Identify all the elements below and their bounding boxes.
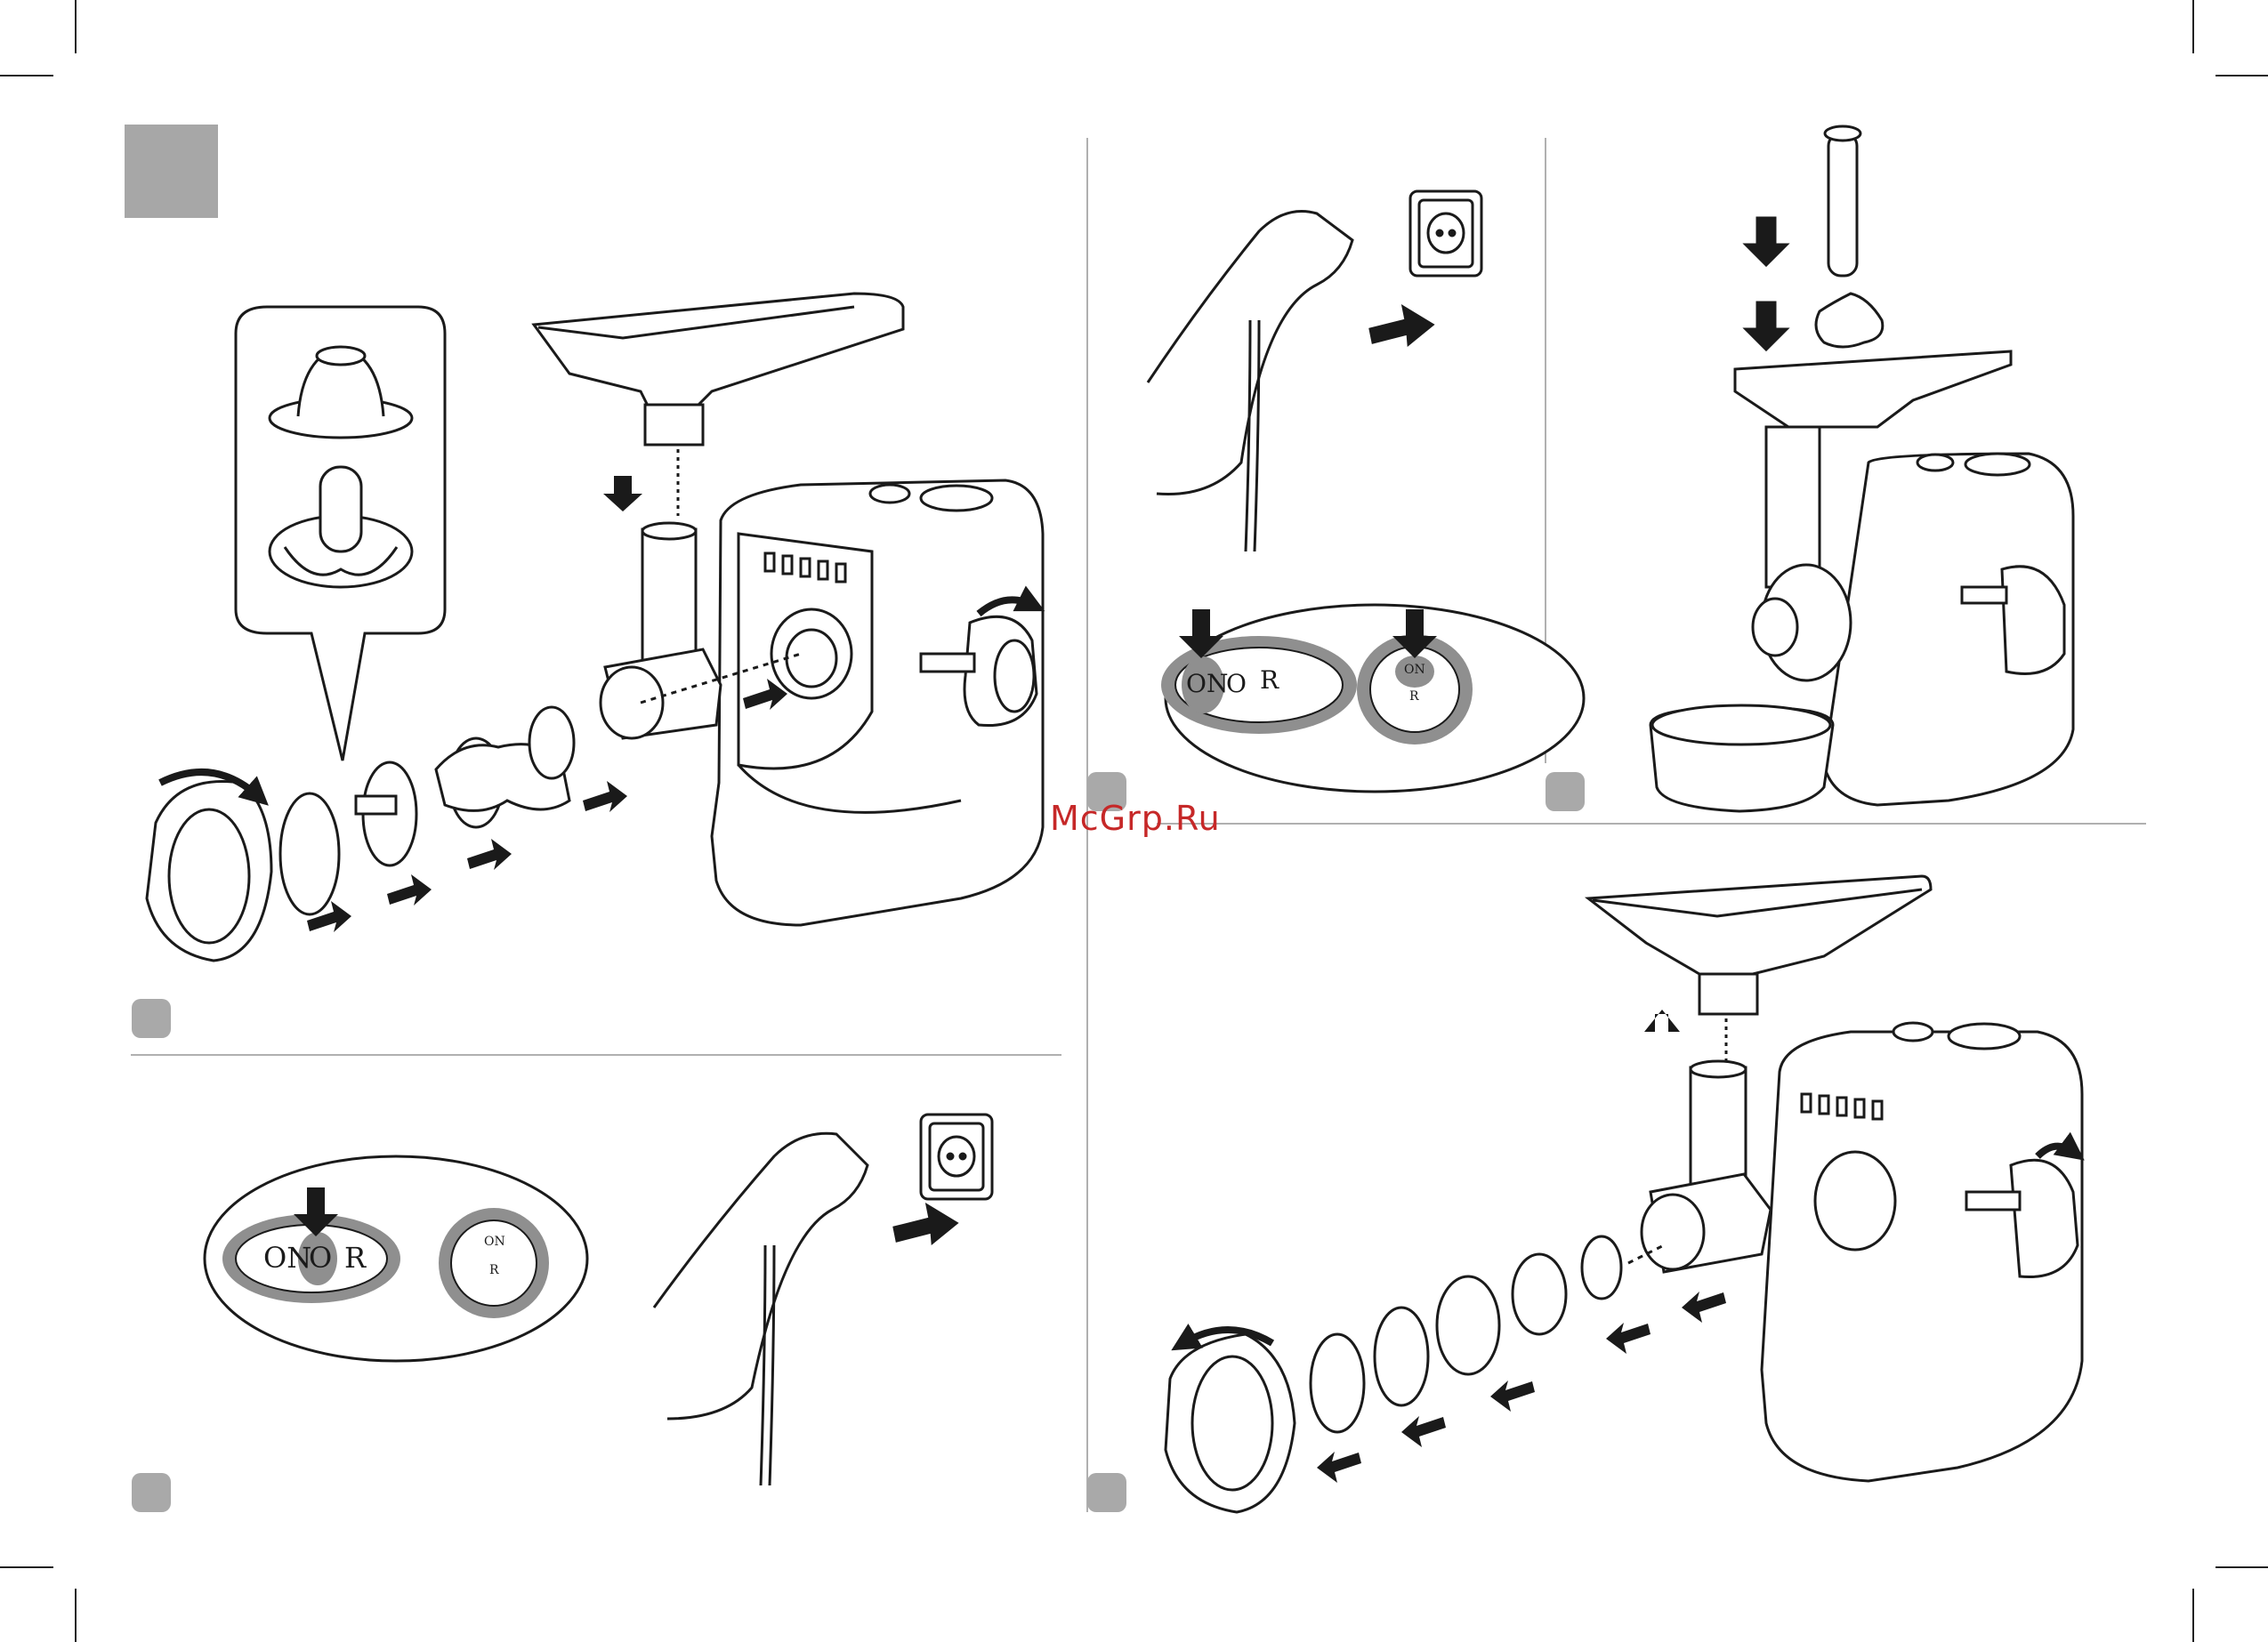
assembly-illustration	[147, 294, 1043, 961]
switch-reverse-label-step3: R	[1260, 665, 1279, 695]
button-on-label-step2: ON	[484, 1235, 505, 1249]
step-badge-5	[1087, 1473, 1126, 1512]
switch-reverse-label-step2: R	[344, 1241, 366, 1275]
hopper-tray	[534, 294, 903, 409]
food-pusher	[1828, 133, 1857, 276]
switch-panel-step2	[205, 1156, 587, 1361]
section-marker-square	[125, 125, 218, 218]
watermark-text: McGrp.Ru	[1050, 799, 1221, 838]
switch-on-label-step3: ON	[1186, 669, 1228, 698]
step-badge-2	[132, 1473, 171, 1512]
button-r-label-step3: R	[1409, 689, 1419, 704]
step-badge-4	[1546, 772, 1585, 811]
feeding-illustration	[1651, 126, 2073, 811]
switch-on-label-step2: ON	[263, 1241, 311, 1275]
switch-off-label-step2: O	[309, 1241, 332, 1275]
switch-panel-step3	[1161, 605, 1584, 792]
switch-off-label-step3: O	[1226, 669, 1247, 698]
step-badge-1	[132, 999, 171, 1038]
disassembly-illustration	[1166, 876, 2082, 1512]
button-r-label-step2: R	[489, 1263, 499, 1277]
hand-plug-step3	[1148, 191, 1481, 551]
button-on-label-step3: ON	[1404, 663, 1425, 677]
hand-plug-step2	[654, 1115, 992, 1485]
